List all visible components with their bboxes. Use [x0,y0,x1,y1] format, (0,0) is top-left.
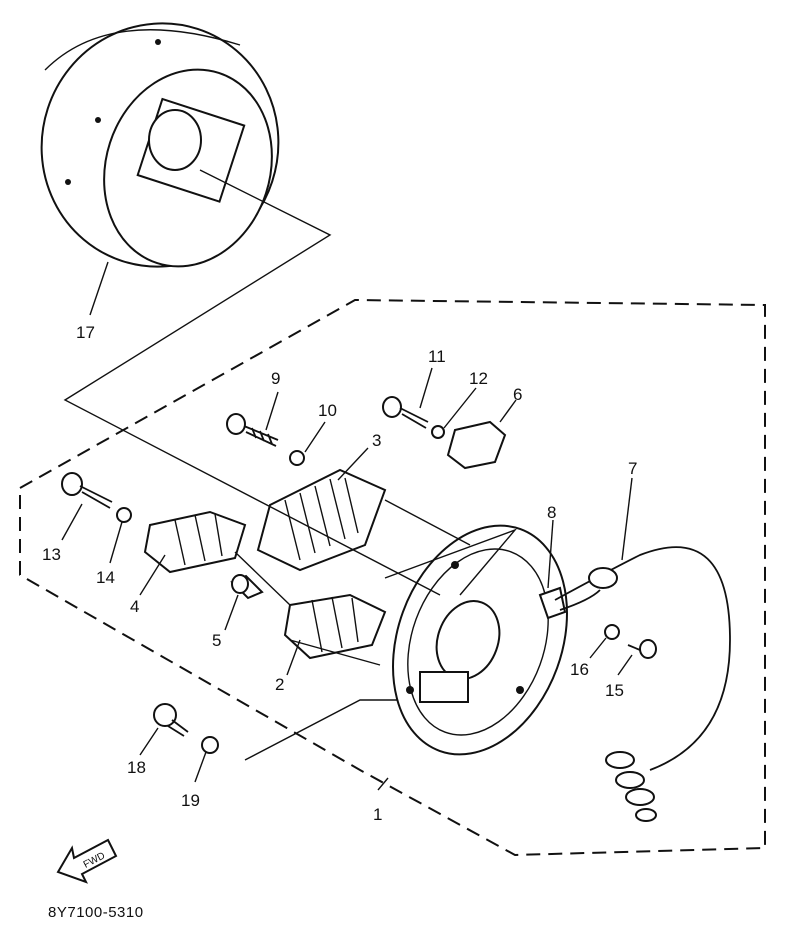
screw-11 [382,396,429,429]
screw-18 [153,703,189,737]
callout-12: 12 [469,369,488,388]
leader-lines [61,261,633,791]
callout-16: 16 [570,660,589,679]
callout-4: 4 [130,597,139,616]
coil-2 [283,593,387,660]
callout-6: 6 [513,385,522,404]
assembly-boundary [19,298,766,857]
forward-arrow-icon: FWD [56,838,118,884]
callout-18: 18 [127,758,146,777]
wire-harness-7 [554,546,731,822]
washer-19 [201,736,219,754]
callout-19: 19 [181,791,200,810]
washer-14 [116,507,132,523]
screw-13 [61,472,113,509]
screw-9 [226,413,279,447]
callout-8: 8 [547,503,556,522]
callout-11: 11 [428,347,446,366]
stator-plate [392,524,568,756]
callout-14: 14 [96,568,115,587]
washer-16 [604,624,620,640]
rotor-part [40,22,280,268]
callout-17: 17 [76,323,95,342]
screw-15 [627,639,657,659]
callout-7: 7 [628,459,637,478]
coil-4 [143,510,247,574]
guide-lines [63,169,518,761]
coil-3 [256,468,387,572]
washer-12 [431,425,445,439]
callout-10: 10 [318,401,337,420]
washer-10 [289,450,305,466]
callout-1: 1 [373,805,382,824]
bracket-6 [446,420,507,470]
callout-5: 5 [212,631,221,650]
callout-15: 15 [605,681,624,700]
callout-2: 2 [275,675,284,694]
diagram-code: 8Y7100-5310 [48,904,144,921]
grommet-8 [538,586,567,620]
spacer-5 [230,574,264,600]
callout-13: 13 [42,545,61,564]
callout-9: 9 [271,369,280,388]
callout-3: 3 [372,431,381,450]
